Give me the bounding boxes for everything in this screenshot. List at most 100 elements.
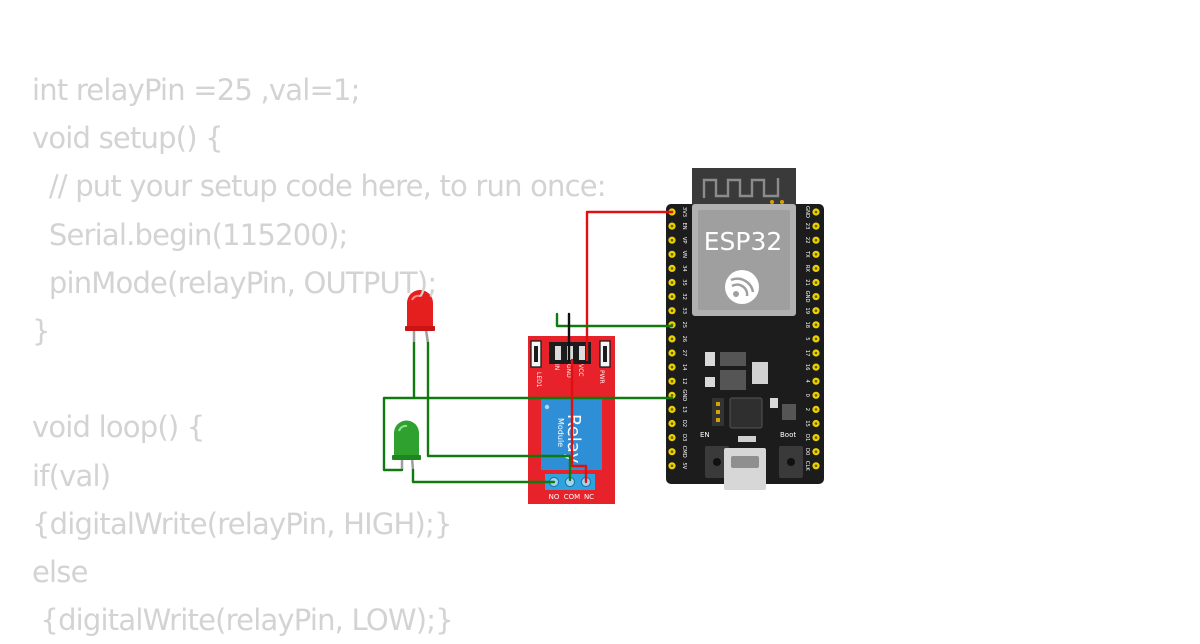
- led-leg: [424, 329, 430, 344]
- esp32-pin-hole: [814, 337, 818, 341]
- esp32-pin-label: VN: [681, 251, 687, 259]
- red-led[interactable]: [405, 290, 435, 344]
- esp32-pin-hole: [814, 450, 818, 454]
- esp32-pin-label: 13: [681, 406, 687, 413]
- esp32-pin-label: 35: [681, 279, 687, 286]
- wire-gnd-led-cathode[interactable]: [382, 396, 674, 472]
- esp32-pin-hole: [814, 309, 818, 313]
- esp32-regulator: [720, 370, 746, 390]
- esp32-pin-label: 5: [804, 337, 810, 340]
- esp32-pin-label: 15: [804, 420, 810, 427]
- esp32-pin-label: 17: [804, 350, 810, 357]
- code-listing: int relayPin =25 ,val=1; void setup() { /…: [32, 66, 607, 644]
- esp32-pin-hole: [814, 394, 818, 397]
- wire-nc-vcc[interactable]: [570, 358, 588, 484]
- esp32-pin-hole: [814, 267, 818, 270]
- esp32-pin-hole: [814, 323, 818, 327]
- esp32-pin-label: 22: [804, 237, 810, 244]
- red-led-body: [407, 290, 433, 330]
- esp32-pin-hole: [670, 281, 674, 284]
- esp32-title: ESP32: [704, 227, 783, 256]
- esp32-pin-label: D2: [681, 420, 687, 427]
- code-line: else: [32, 554, 88, 589]
- esp32-pin-label: 3V3: [681, 207, 687, 217]
- antenna-trace: [702, 178, 780, 198]
- esp32-pin-label: VP: [681, 237, 687, 244]
- usb-opening: [731, 456, 759, 468]
- esp32-regulator: [720, 352, 746, 366]
- code-line: if(val): [32, 458, 111, 493]
- wire-gpio25-in[interactable]: [555, 312, 674, 328]
- esp32-component: [705, 377, 715, 387]
- esp32-pin-label: 25: [681, 321, 687, 328]
- antenna-pad: [780, 200, 784, 204]
- esp32-pin-hole: [814, 210, 818, 214]
- code-line: int relayPin =25 ,val=1;: [32, 73, 360, 107]
- esp32-component: [705, 352, 715, 366]
- esp32-antenna: [692, 168, 796, 206]
- esp32-pin-hole: [670, 253, 674, 256]
- wire-no-green-led[interactable]: [411, 468, 556, 484]
- code-line: }: [32, 313, 50, 348]
- esp32-pin-hole: [670, 422, 674, 425]
- wire-com-red-led[interactable]: [426, 341, 572, 482]
- esp32-pin-label: 18: [804, 321, 810, 328]
- relay-vcc-label: VCC: [577, 364, 584, 376]
- esp32-pin-label: GND: [804, 206, 810, 218]
- code-line: void loop() {: [32, 410, 205, 445]
- esp32-pin-label: 27: [681, 350, 687, 357]
- esp32-pin-hole: [814, 224, 818, 228]
- esp32-pin-label: 12: [681, 378, 687, 385]
- esp32-pin-label: 23: [804, 223, 810, 230]
- esp32-pin-hole: [670, 450, 674, 454]
- code-line: {digitalWrite(relayPin, LOW);}: [32, 603, 453, 638]
- relay-pwr-label: PWR: [598, 370, 605, 384]
- esp32-pin-label: 14: [681, 364, 687, 371]
- relay-nc-label: NC: [584, 493, 594, 501]
- esp32-usb-chip: [729, 397, 763, 429]
- code-line: [32, 355, 606, 403]
- esp32-pin-label: RX: [804, 265, 810, 273]
- micro-usb-port[interactable]: [724, 448, 766, 490]
- code-line: Serial.begin(115200);: [32, 217, 348, 252]
- esp32-pin-label: 32: [681, 293, 687, 300]
- esp32-pin-hole: [670, 351, 674, 355]
- esp32-pin-label: EN: [681, 223, 687, 230]
- esp32-pin-hole: [814, 281, 818, 284]
- esp32-pin-hole: [814, 365, 818, 369]
- esp32-pin-hole: [670, 436, 674, 439]
- esp32-pin-label: 19: [804, 307, 810, 314]
- wire-3v3-vcc[interactable]: [585, 210, 674, 362]
- esp32-pin-hole: [670, 464, 674, 468]
- esp32-pin-hole: [670, 267, 674, 270]
- esp32-pin-label: CLK: [804, 461, 810, 472]
- esp32-pin-hole: [670, 309, 674, 313]
- code-line: void setup() {: [32, 121, 224, 156]
- esp32-pin-label: 4: [804, 380, 810, 384]
- esp32-pin-label: 16: [804, 364, 810, 371]
- esp32-pin-label: CMD: [681, 446, 687, 458]
- esp32-pin-hole: [670, 224, 674, 228]
- esp32-pin-hole: [814, 422, 818, 425]
- esp32-pin-hole: [814, 351, 818, 355]
- esp32-pin-hole: [670, 365, 674, 369]
- esp32-pin-hole: [670, 379, 674, 383]
- boot-button-cap: [787, 458, 795, 466]
- green-led[interactable]: [392, 420, 421, 471]
- relay-title: Relay: [563, 414, 584, 464]
- esp32-pin-hole: [814, 253, 818, 256]
- esp32-pin-hole: [670, 394, 674, 397]
- esp32-pin-label: 33: [681, 307, 687, 314]
- code-line: // put your setup code here, to run once…: [32, 169, 607, 204]
- esp32-pin-hole: [670, 408, 674, 411]
- esp32-pin-label: 26: [681, 336, 687, 343]
- en-label: EN: [700, 431, 710, 439]
- relay-com-label: COM: [564, 493, 580, 501]
- boot-label: Boot: [780, 431, 796, 439]
- esp32-pin-label: 21: [804, 279, 810, 286]
- esp32-pin-hole: [814, 436, 818, 439]
- esp32-pin-label: GND: [804, 291, 810, 303]
